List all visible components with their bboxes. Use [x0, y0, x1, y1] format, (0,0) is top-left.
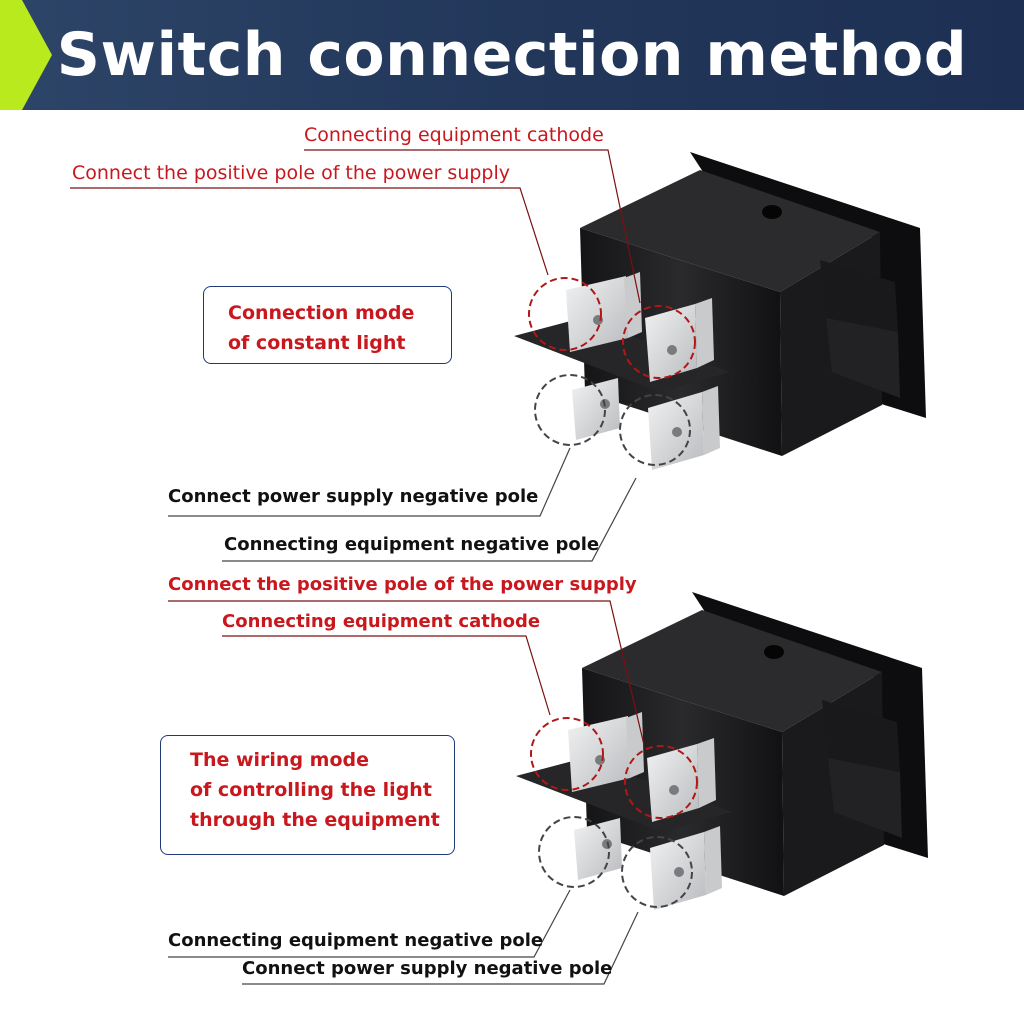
- page-title: Switch connection method: [56, 20, 968, 90]
- leader-lines-top: [70, 149, 641, 562]
- mode-box-constant-light-line2: of constant light: [228, 332, 406, 354]
- label-power-negative-bottom: Connect power supply negative pole: [242, 958, 613, 979]
- label-equipment-cathode-top: Connecting equipment cathode: [304, 124, 604, 146]
- label-power-positive-top: Connect the positive pole of the power s…: [72, 162, 511, 184]
- dashed-circles-bottom: [530, 717, 698, 908]
- mode-box-constant-light-line1: Connection mode: [228, 302, 415, 324]
- mode-box-constant-light: [203, 286, 452, 364]
- label-equipment-negative-top: Connecting equipment negative pole: [224, 534, 600, 555]
- mode-box-controlled-light-line1: The wiring mode: [190, 749, 370, 771]
- label-power-positive-bottom: Connect the positive pole of the power s…: [168, 574, 637, 595]
- switch-image-top: [514, 152, 926, 470]
- label-equipment-cathode-bottom: Connecting equipment cathode: [222, 611, 541, 632]
- label-equipment-negative-bottom: Connecting equipment negative pole: [168, 930, 544, 951]
- label-power-negative-top: Connect power supply negative pole: [168, 486, 539, 507]
- title-banner: [0, 0, 1024, 110]
- leader-lines-bottom: [168, 600, 645, 985]
- mode-box-controlled-light-line2: of controlling the light: [190, 779, 432, 801]
- mode-box-controlled-light: [160, 735, 455, 855]
- mode-box-controlled-light-line3: through the equipment: [190, 809, 440, 831]
- dashed-circles-top: [528, 277, 696, 466]
- banner-accent-arrow: [0, 0, 52, 110]
- switch-image-bottom: [516, 592, 928, 910]
